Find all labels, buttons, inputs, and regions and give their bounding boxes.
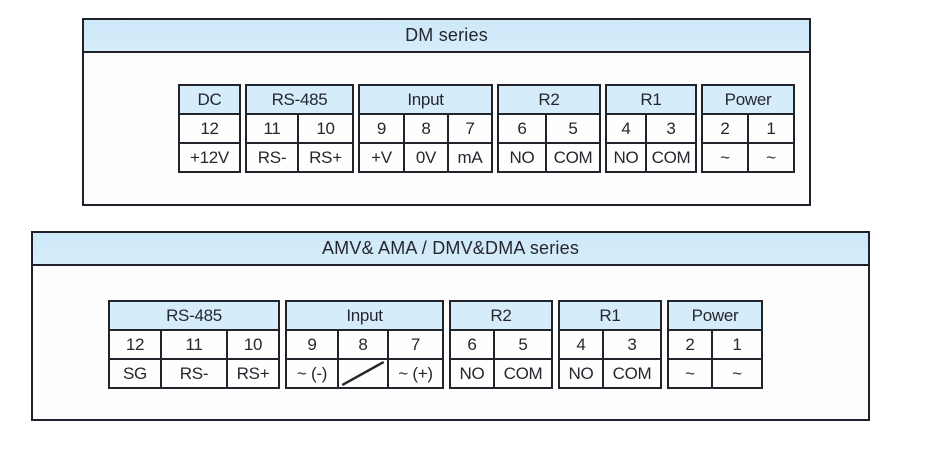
group-header: RS-485 [245,84,354,115]
terminal-label: mA [447,142,493,173]
terminal-label: ~ [667,358,713,389]
terminal-number: 5 [545,113,601,144]
terminal-label: NO [605,142,647,173]
terminal-label: ~ [747,142,795,173]
terminal-label: RS+ [297,142,354,173]
terminal-label: NO [558,358,604,389]
terminal-label: RS+ [226,358,280,389]
terminal-label: RS- [160,358,228,389]
panel-title: DM series [84,20,809,53]
panel-title: AMV& AMA / DMV&DMA series [33,233,868,266]
terminal-label: SG [108,358,162,389]
terminal-number: 10 [226,329,280,360]
terminal-number: 2 [667,329,713,360]
group-header: Input [285,300,444,331]
group-header: R2 [497,84,601,115]
terminal-number: 1 [747,113,795,144]
terminal-number: 6 [497,113,547,144]
group-header: R1 [558,300,662,331]
terminal-label: +V [358,142,405,173]
no-connection-diagonal-icon [337,358,389,389]
terminal-number: 8 [403,113,449,144]
terminal-label: +12V [178,142,241,173]
group-header: RS-485 [108,300,280,331]
terminal-label: ~ [711,358,763,389]
terminal-label: RS- [245,142,299,173]
terminal-number: 1 [711,329,763,360]
terminal-number: 12 [108,329,162,360]
terminal-number: 12 [178,113,241,144]
terminal-label: COM [645,142,697,173]
terminal-number: 5 [493,329,553,360]
group-header: Input [358,84,493,115]
terminal-number: 7 [387,329,444,360]
terminal-number: 2 [701,113,749,144]
group-header: Power [701,84,795,115]
terminal-number: 9 [285,329,339,360]
terminal-label: COM [602,358,662,389]
terminal-label: 0V [403,142,449,173]
group-header: Power [667,300,763,331]
group-header: R1 [605,84,697,115]
terminal-label: COM [493,358,553,389]
group-header: R2 [449,300,553,331]
terminal-number: 11 [245,113,299,144]
terminal-number: 3 [645,113,697,144]
terminal-number: 4 [558,329,604,360]
terminal-number: 8 [337,329,389,360]
terminal-label: NO [497,142,547,173]
terminal-number: 9 [358,113,405,144]
terminal-label: ~ (+) [387,358,444,389]
terminal-number: 10 [297,113,354,144]
group-header: DC [178,84,241,115]
terminal-number: 6 [449,329,495,360]
terminal-label: ~ (-) [285,358,339,389]
terminal-label: NO [449,358,495,389]
terminal-label: ~ [701,142,749,173]
terminal-number: 3 [602,329,662,360]
terminal-number: 11 [160,329,228,360]
terminal-number: 4 [605,113,647,144]
terminal-number: 7 [447,113,493,144]
terminal-label: COM [545,142,601,173]
